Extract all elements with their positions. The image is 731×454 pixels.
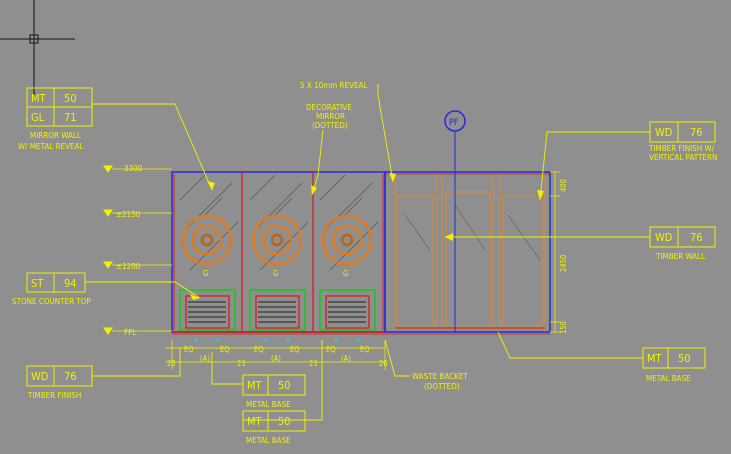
mirror-wall-code-gl: GL [31, 111, 45, 124]
mirror-wall-caption-2: W/ METAL REVEAL [18, 142, 84, 151]
mirror-note-3: (DOTTED) [312, 121, 348, 130]
waste-note-1: WASTE BACKET [412, 372, 468, 381]
waste-note-2: (DOTTED) [424, 382, 460, 391]
dim-eq-3: EQ [254, 345, 264, 354]
stone-code: ST [31, 277, 44, 290]
pf-marker [444, 110, 466, 132]
dim-eq-2: EQ [220, 345, 230, 354]
metal-base-1-caption: METAL BASE [246, 400, 291, 409]
dim-a-2: (A) [271, 354, 281, 363]
dim-23-a: 23 [167, 359, 176, 368]
mirror-note-1: DECORATIVE [306, 103, 352, 112]
g-label-1: G [203, 269, 208, 278]
metal-base-1-code: MT [247, 379, 263, 392]
stone-caption: STONE COUNTER TOP [12, 297, 91, 306]
leader-lines [85, 84, 650, 421]
dim-23-b: 23 [237, 359, 246, 368]
dim-a-3: (A) [341, 354, 351, 363]
timber-vertical-caption-2: VERTICAL PATTERN [649, 153, 717, 162]
floor-markers [194, 338, 360, 342]
metal-base-1-num: 50 [278, 379, 291, 392]
dim-eq-6: EQ [360, 345, 370, 354]
timber-wall-code: WD [655, 231, 673, 244]
level-markers [103, 165, 172, 335]
pf-label: PF [449, 118, 459, 128]
dim-a-1: (A) [200, 354, 210, 363]
dim-20: 20 [379, 359, 388, 368]
dim-400: 400 [559, 179, 568, 192]
vanity-units [172, 289, 550, 335]
dim-eq-5: EQ [326, 345, 336, 354]
dim-eq-1: EQ [184, 345, 194, 354]
dim-2450: 2450 [559, 255, 568, 272]
timber-wall-num: 76 [690, 231, 703, 244]
level-1200: ±1200 [116, 262, 141, 271]
stone-num: 94 [64, 277, 77, 290]
metal-base-2-num: 50 [278, 415, 291, 428]
level-3300: 3300 [124, 164, 143, 173]
timber-finish-num: 76 [64, 370, 77, 383]
metal-base-right-code: MT [647, 352, 663, 365]
metal-base-right-caption: METAL BASE [646, 374, 691, 383]
level-ffl: FFL [124, 328, 136, 337]
reveal-note: 5 X 10mm REVEAL [300, 81, 368, 90]
g-label-3: G [343, 269, 348, 278]
level-2150: ±2150 [116, 210, 141, 219]
mirror-wall-num-71: 71 [64, 111, 77, 124]
timber-vertical-code: WD [655, 126, 673, 139]
timber-finish-caption: TIMBER FINISH [27, 391, 81, 400]
mirror-note-2: MIRROR [316, 112, 345, 121]
mirror-wall-num-50: 50 [64, 92, 77, 105]
timber-finish-code: WD [31, 370, 49, 383]
metal-base-right-num: 50 [678, 352, 691, 365]
metal-base-2-code: MT [247, 415, 263, 428]
crosshair-cursor [0, 0, 75, 95]
leader-arrows [190, 173, 544, 300]
dim-150: 150 [559, 321, 568, 334]
mirror-wall-caption-1: MIRROR WALL [30, 131, 81, 140]
dimension-lines [165, 171, 560, 370]
decorative-mirrors [181, 214, 373, 266]
tag-boxes [26, 87, 716, 432]
mirror-hatching [179, 174, 379, 271]
timber-vertical-caption-1: TIMBER FINISH W/ [648, 144, 715, 153]
dim-23-c: 23 [309, 359, 318, 368]
timber-vertical-num: 76 [690, 126, 703, 139]
mirror-wall-code-mt: MT [31, 92, 47, 105]
timber-wall-caption: TIMBER WALL [655, 252, 705, 261]
dim-eq-4: EQ [290, 345, 300, 354]
metal-base-2-caption: METAL BASE [246, 436, 291, 445]
g-label-2: G [273, 269, 278, 278]
